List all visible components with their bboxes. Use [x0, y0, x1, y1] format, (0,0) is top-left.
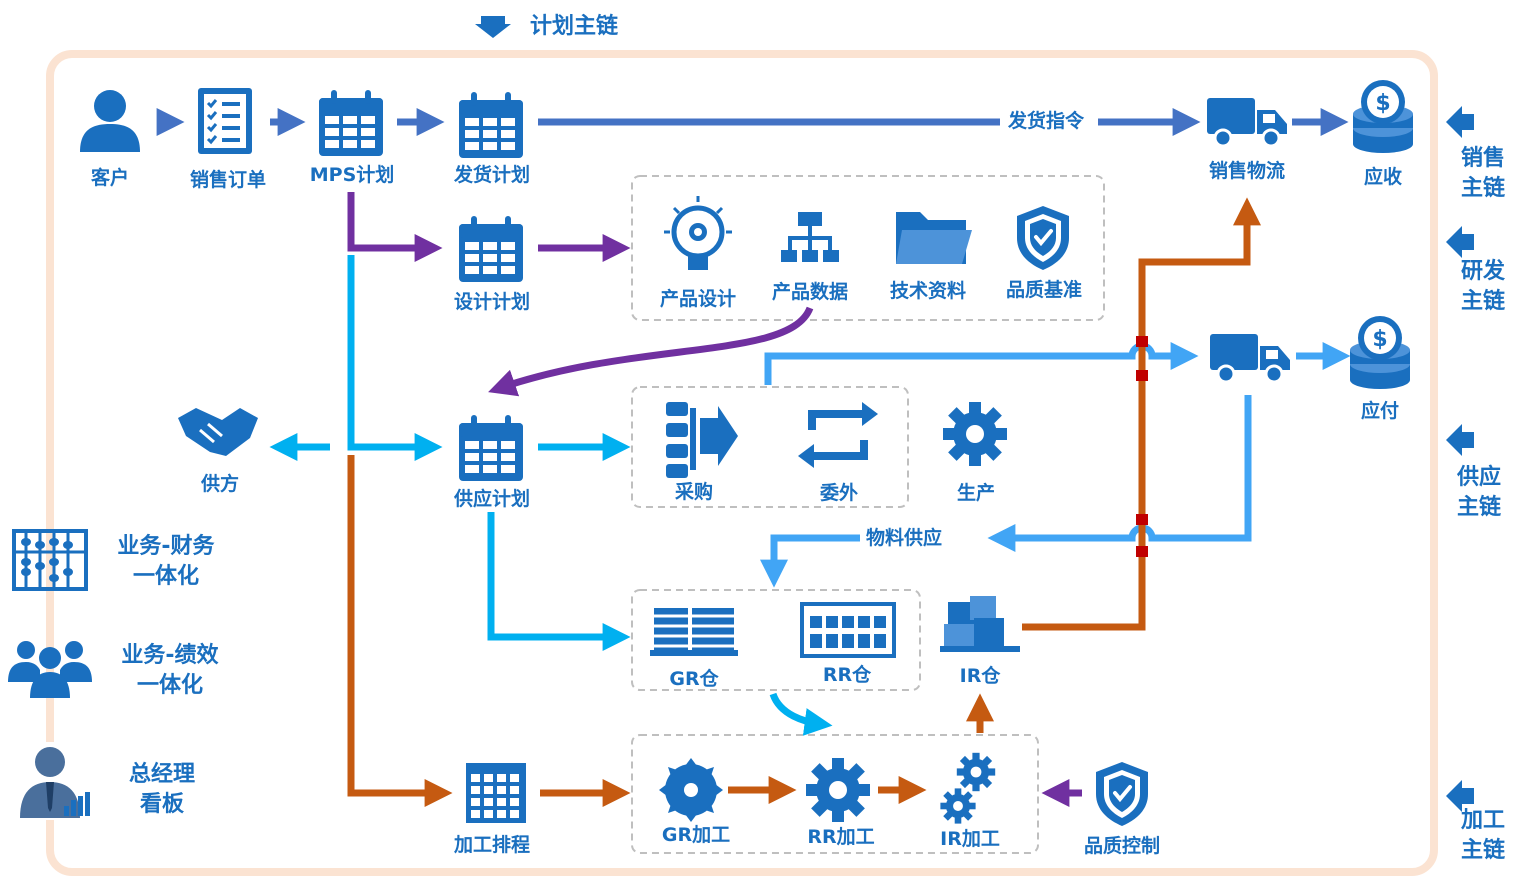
supply-group-box: [631, 386, 909, 508]
quality-control-shield-icon: [1094, 760, 1150, 828]
hierarchy-icon: [781, 212, 839, 262]
mps-calendar-icon: [319, 90, 383, 156]
ir-warehouse-icon: [940, 596, 1020, 652]
folder-icon: [896, 212, 972, 264]
supply-truck-icon: [1208, 332, 1292, 384]
supplier-label: 供方: [200, 473, 240, 495]
purchase-flow-icon: [666, 402, 738, 478]
supply-plan-label: 供应计划: [453, 488, 531, 510]
tech-docs-label: 技术资料: [889, 280, 967, 302]
outsource-cycle-icon: [808, 410, 868, 460]
lightbulb-icon: [664, 196, 732, 270]
header-arrow-icon: [475, 16, 511, 38]
warehouse-group-box: [631, 589, 921, 691]
supply-chain-arrow-icon: [1446, 424, 1474, 456]
abacus-icon: [12, 529, 88, 591]
supply-chain-label: 供应主链: [1456, 465, 1501, 520]
rd-group-box: [631, 175, 1105, 321]
delivery-calendar-icon: [459, 92, 523, 158]
material-supply-label: 物料供应: [860, 523, 949, 550]
gr-saw-blade-icon: [659, 758, 723, 822]
rr-gear-icon: [806, 758, 870, 822]
gm-dashboard-label: 总经理看板: [128, 762, 195, 817]
product-data-label: 产品数据: [771, 281, 849, 303]
customer-label: 客户: [90, 167, 130, 189]
product-design-label: 产品设计: [659, 288, 737, 310]
design-calendar-icon: [459, 216, 523, 282]
processing-chain-arrow-icon: [1446, 780, 1474, 812]
rd-chain-label: 研发主链: [1460, 259, 1505, 314]
receivable-label: 应收: [1363, 166, 1403, 188]
gr-process-label: GR加工: [661, 824, 731, 846]
processing-group-box: [631, 734, 1039, 854]
rr-warehouse-icon: [800, 602, 896, 658]
performance-integration-label: 业务-绩效一体化: [121, 643, 219, 698]
ir-process-label: IR加工: [940, 828, 1000, 850]
processing-chain-label: 加工主链: [1460, 808, 1505, 863]
production-label: 生产: [956, 482, 996, 504]
delivery-plan-label: 发货计划: [453, 164, 531, 186]
delivery-instruction-label: 发货指令: [1002, 106, 1091, 133]
sales-truck-icon: [1205, 96, 1289, 148]
handshake-icon: [178, 408, 258, 456]
mps-plan-label: MPS计划: [309, 164, 395, 186]
schedule-grid-icon: [466, 763, 526, 823]
processing-schedule-label: 加工排程: [453, 834, 531, 856]
rr-warehouse-label: RR仓: [822, 664, 872, 686]
supply-calendar-icon: [459, 415, 523, 481]
sales-order-icon: [198, 88, 252, 154]
sales-chain-arrow-icon: [1446, 106, 1474, 138]
ir-gears-icon: [940, 752, 996, 824]
quality-baseline-shield-icon: [1015, 204, 1071, 272]
sales-logistics-label: 销售物流: [1208, 160, 1286, 182]
quality-baseline-label: 品质基准: [1005, 279, 1083, 301]
payable-coins-icon: [1350, 316, 1410, 389]
production-gear-icon: [943, 402, 1007, 466]
finance-integration-label: 业务-财务一体化: [117, 534, 215, 589]
receivable-coins-icon: [1353, 80, 1413, 153]
quality-control-label: 品质控制: [1083, 835, 1161, 857]
design-plan-label: 设计计划: [453, 291, 531, 313]
header-title: 计划主链: [530, 14, 619, 39]
rr-process-label: RR加工: [807, 826, 875, 848]
sales-order-label: 销售订单: [189, 169, 267, 191]
manager-icon: [16, 742, 94, 820]
team-icon: [8, 641, 92, 698]
purchase-label: 采购: [674, 481, 714, 503]
rd-chain-arrow-icon: [1446, 226, 1474, 258]
gr-warehouse-label: GR仓: [669, 668, 719, 690]
sales-chain-label: 销售主链: [1460, 146, 1505, 201]
ir-warehouse-label: IR仓: [959, 665, 1001, 687]
gr-warehouse-icon: [650, 608, 738, 656]
payable-label: 应付: [1360, 400, 1400, 422]
outsource-label: 委外: [819, 482, 859, 504]
main-frame: [46, 50, 1438, 876]
customer-icon: [80, 90, 140, 152]
